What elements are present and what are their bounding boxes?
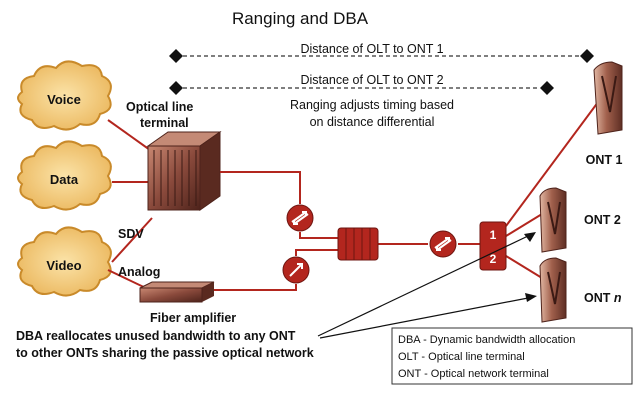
distance-ont1-label: Distance of OLT to ONT 1 — [300, 42, 443, 56]
splitter-port-2: 2 — [490, 252, 497, 266]
wavelength-coupler-2 — [282, 256, 310, 284]
data-label: Data — [50, 172, 79, 187]
video-label: Video — [46, 258, 81, 273]
combiner — [337, 227, 379, 261]
olt-label-line1: Optical line — [126, 100, 193, 114]
fiber-paths — [214, 85, 611, 291]
olt-label-line2: terminal — [140, 116, 189, 130]
voice-label: Voice — [47, 92, 81, 107]
ont1-label: ONT 1 — [586, 153, 623, 167]
ont1-device — [593, 61, 623, 135]
ontn-device — [539, 257, 567, 323]
dba-arrows — [317, 235, 529, 339]
video-cloud — [17, 226, 112, 297]
data-cloud — [17, 140, 112, 211]
distance-ont1 — [169, 49, 594, 63]
distance-ont2 — [169, 81, 554, 95]
ontn-label: ONT n — [584, 291, 622, 305]
dba-note-line1: DBA reallocates unused bandwidth to any … — [16, 329, 296, 343]
ontn-label-var: n — [614, 291, 622, 305]
ont2-label: ONT 2 — [584, 213, 621, 227]
fiber-amplifier — [139, 281, 215, 303]
ontn-label-prefix: ONT — [584, 291, 614, 305]
dba-arrowhead-ont2 — [524, 232, 536, 242]
legend-olt: OLT - Optical line terminal — [398, 351, 525, 363]
legend-dba: DBA - Dynamic bandwidth allocation — [398, 334, 575, 346]
analog-label: Analog — [118, 265, 160, 279]
ont2-device — [539, 187, 567, 253]
legend — [391, 327, 633, 385]
wavelength-coupler-3 — [429, 230, 457, 258]
ranging-note-line2: on distance differential — [310, 115, 435, 129]
dba-note-line2: to other ONTs sharing the passive optica… — [16, 346, 314, 360]
voice-cloud — [17, 60, 112, 131]
legend-ont: ONT - Optical network terminal — [398, 368, 549, 380]
fiber-amplifier-label: Fiber amplifier — [150, 311, 236, 325]
olt-device — [146, 131, 222, 211]
splitter-port-1: 1 — [490, 228, 497, 242]
ranging-note-line1: Ranging adjusts timing based — [290, 98, 454, 112]
sdv-label: SDV — [118, 227, 144, 241]
dba-arrowhead-ontn — [525, 293, 537, 302]
wavelength-coupler-1 — [286, 204, 314, 232]
distance-ont2-label: Distance of OLT to ONT 2 — [300, 73, 443, 87]
diagram-title: Ranging and DBA — [232, 9, 369, 28]
